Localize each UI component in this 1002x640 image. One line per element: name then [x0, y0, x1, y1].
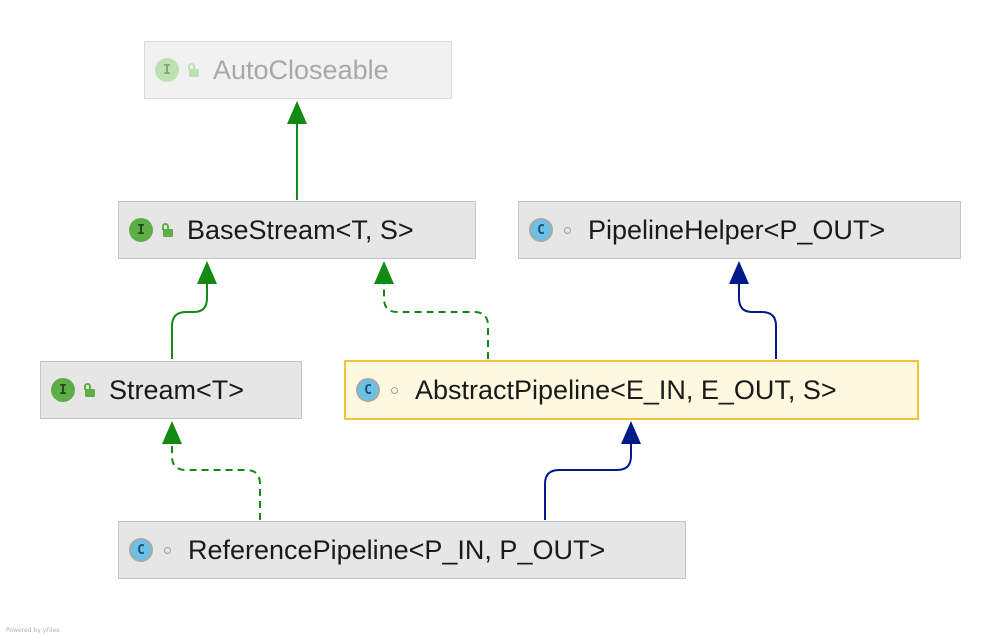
node-label: Stream<T> [109, 374, 245, 405]
edge-abstractpipeline-basestream [383, 284, 489, 359]
arrowhead-basestream-right [374, 261, 394, 284]
arrowhead-autocloseable [287, 101, 307, 124]
arrowhead-stream [162, 421, 182, 444]
arrowhead-pipelinehelper [729, 261, 749, 284]
interface-icon: I [51, 378, 75, 402]
node-abstractpipeline[interactable]: C AbstractPipeline<E_IN, E_OUT, S> [344, 360, 919, 420]
edge-referencepipeline-abstractpipeline [544, 444, 632, 520]
powered-by-credit: Powered by yFiles [6, 627, 60, 634]
node-basestream[interactable]: I BaseStream<T, S> [118, 201, 476, 259]
public-lock-icon [187, 63, 199, 77]
node-stream[interactable]: I Stream<T> [40, 361, 302, 419]
package-private-dot-icon [388, 386, 401, 394]
package-private-dot-icon [161, 546, 174, 554]
node-label: PipelineHelper<P_OUT> [588, 214, 886, 245]
package-private-dot-icon [561, 226, 574, 234]
node-label: ReferencePipeline<P_IN, P_OUT> [188, 534, 606, 565]
node-label: AutoCloseable [213, 54, 389, 85]
class-icon: C [356, 378, 380, 402]
node-referencepipeline[interactable]: C ReferencePipeline<P_IN, P_OUT> [118, 521, 686, 579]
node-label: BaseStream<T, S> [187, 214, 414, 245]
edge-stream-basestream [171, 284, 208, 359]
interface-icon: I [155, 58, 179, 82]
class-icon: C [529, 218, 553, 242]
node-autocloseable[interactable]: I AutoCloseable [144, 41, 452, 99]
node-pipelinehelper[interactable]: C PipelineHelper<P_OUT> [518, 201, 961, 259]
node-label: AbstractPipeline<E_IN, E_OUT, S> [415, 374, 837, 405]
arrowhead-basestream-left [197, 261, 217, 284]
edge-referencepipeline-stream [171, 444, 261, 520]
interface-icon: I [129, 218, 153, 242]
arrowhead-abstractpipeline [621, 421, 641, 444]
edge-abstractpipeline-pipelinehelper [738, 284, 777, 359]
public-lock-icon [161, 223, 173, 237]
public-lock-icon [83, 383, 95, 397]
class-icon: C [129, 538, 153, 562]
